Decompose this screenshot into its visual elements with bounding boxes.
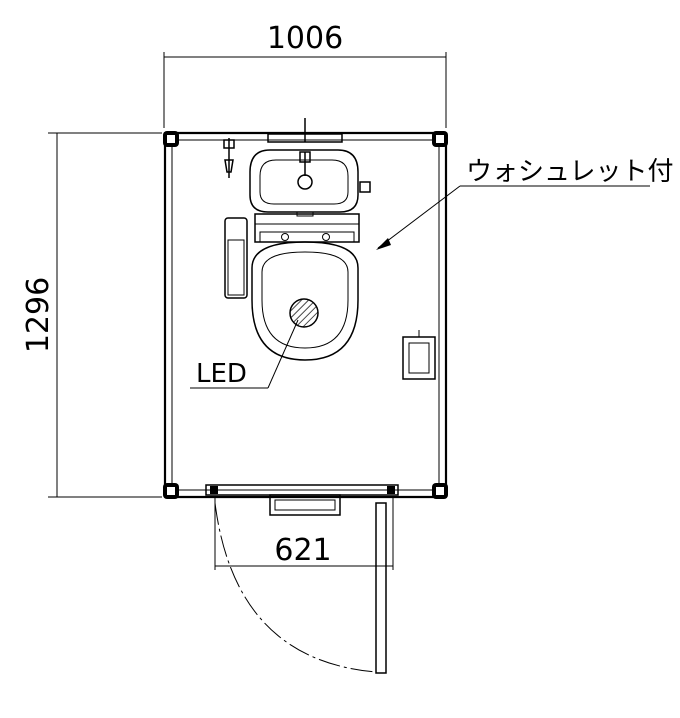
width-dimension: 1006 [163, 21, 447, 128]
led-callout: LED [190, 319, 299, 389]
corner-post-bottom-left [163, 483, 179, 499]
washlet-label: ウォシュレット付 [466, 157, 673, 187]
wall-hook-fixture [223, 138, 235, 178]
corner-post-top-left [163, 131, 179, 147]
toilet-tank [254, 213, 360, 243]
hand-wash-basin [249, 149, 371, 217]
corner-post-top-right [432, 131, 448, 147]
paper-holder-fixture [402, 330, 436, 380]
toilet-bowl [251, 241, 359, 361]
width-dimension-value: 1006 [267, 21, 343, 56]
front-frame [205, 484, 399, 516]
washlet-callout: ウォシュレット付 [376, 157, 673, 250]
depth-dimension: 1296 [21, 132, 162, 498]
led-light-spot [289, 298, 319, 328]
door-dimension: 621 [214, 497, 394, 570]
door-swing-arc [214, 502, 377, 673]
depth-dimension-value: 1296 [21, 277, 56, 353]
door-leaf [375, 502, 387, 674]
booth-walls [163, 131, 448, 499]
led-label: LED [196, 359, 247, 389]
top-wall-bracket [267, 118, 343, 143]
corner-post-bottom-right [432, 483, 448, 499]
door-dimension-value: 621 [274, 533, 331, 568]
washlet-side-control-panel [224, 217, 248, 299]
